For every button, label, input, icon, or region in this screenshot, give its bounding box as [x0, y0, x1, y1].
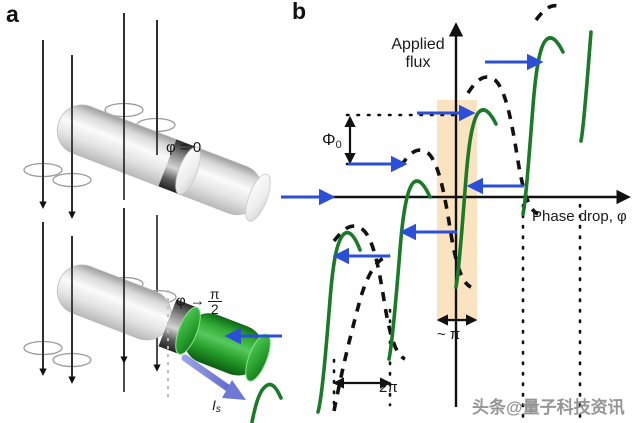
panel-a-letter: a — [6, 1, 19, 27]
y-axis-label-line2: flux — [405, 53, 431, 71]
pi-span-label: ~ π — [437, 326, 461, 343]
magnetic-field-lines-bottom-front — [39, 208, 125, 392]
magnetic-field-lines-top-front — [39, 13, 158, 219]
flux-quantum-subscript: 0 — [335, 139, 342, 151]
phase-slip-arrows — [224, 53, 544, 345]
phase-zero-label: φ = 0 — [166, 139, 202, 156]
fraction-denominator: 2 — [210, 301, 219, 317]
y-axis-label-line1: Applied — [391, 36, 445, 53]
supercurrent-subscript: s — [215, 404, 221, 415]
flux-quantum-symbol: Φ — [322, 130, 336, 149]
two-pi-span-label: 2π — [379, 379, 398, 396]
fraction-numerator: π — [207, 286, 222, 302]
nanowire-top — [56, 104, 271, 222]
x-axis-label: Phase drop, φ — [532, 208, 627, 225]
panel-b-letter: b — [292, 0, 307, 24]
supercurrent-symbol: I — [212, 397, 216, 413]
watermark-text: 头条@量子科技资讯 — [472, 398, 625, 417]
nanowire-bottom — [56, 264, 271, 382]
y-axis-label: Applied flux — [378, 36, 458, 72]
flux-quantum-label: Φ0 — [322, 130, 342, 151]
supercurrent-label: Is — [212, 397, 221, 415]
panel-a-bottom-assembly — [23, 208, 271, 400]
panel-b-graphics — [224, 3, 631, 423]
supercurrent-arrow — [181, 354, 246, 400]
panel-a-top-assembly — [23, 13, 271, 222]
stable-solid-branches — [250, 30, 593, 423]
phase-pi-over-two-prefix: φ → — [176, 292, 205, 310]
